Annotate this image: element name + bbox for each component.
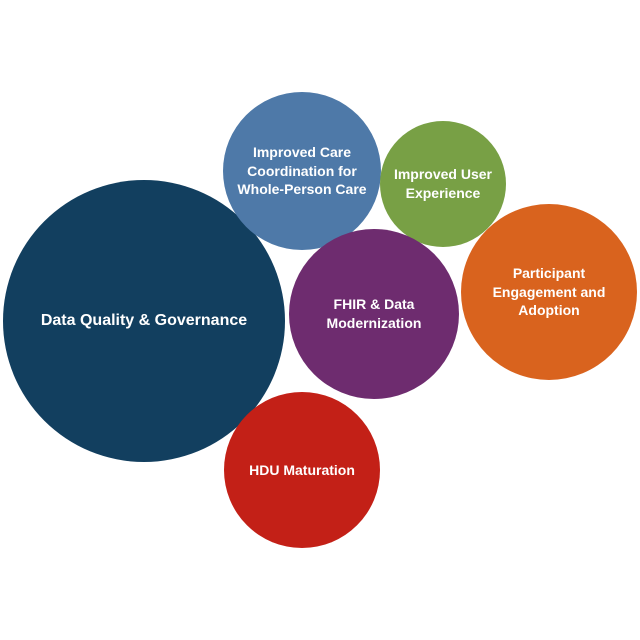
bubble-label-line: Modernization	[326, 315, 422, 331]
bubble-hdu-maturation[interactable]: HDU Maturation	[224, 392, 380, 548]
bubble-label-data-quality-and-governance: Data Quality & Governance	[35, 310, 253, 331]
bubble-label-line: FHIR & Data	[333, 296, 415, 313]
bubble-label-line: HDU Maturation	[249, 461, 355, 478]
bubble-label-line: Data Quality & Governance	[40, 312, 248, 330]
bubble-label-line: Whole-Person Care	[237, 181, 367, 198]
bubble-label-line: Participant	[512, 265, 586, 282]
bubble-label-line: Experience	[405, 185, 481, 201]
bubble-label-hdu-maturation: HDU Maturation	[243, 461, 361, 480]
bubble-label-line: Adoption	[518, 302, 580, 319]
bubble-label-line: Engagement and	[492, 283, 606, 300]
bubble-label-line: Coordination for	[247, 162, 357, 179]
bubble-label-line: Improved User	[393, 166, 493, 183]
bubble-label-line: Improved Care	[252, 144, 352, 161]
bubble-data-quality-and-governance[interactable]: Data Quality & Governance	[3, 180, 285, 462]
